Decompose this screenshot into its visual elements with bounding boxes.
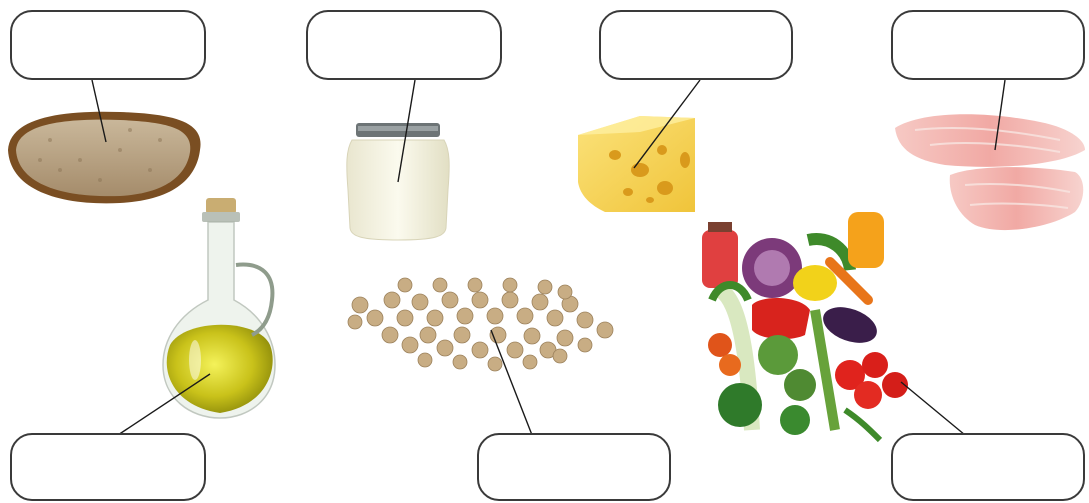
fish-fillet-icon [895,114,1085,230]
label-box-vegetables[interactable] [891,433,1085,501]
label-box-bread[interactable] [10,10,206,80]
label-box-fish[interactable] [891,10,1085,80]
leader-line-vegetables [901,382,965,435]
chickpeas-icon [348,278,613,371]
label-box-chickpeas[interactable] [477,433,671,501]
bread-icon [8,112,201,204]
vegetables-icon [702,212,908,440]
label-box-yogurt[interactable] [306,10,502,80]
label-box-olive-oil[interactable] [10,433,206,501]
olive-oil-bottle-icon [163,198,275,418]
label-box-cheese[interactable] [599,10,793,80]
